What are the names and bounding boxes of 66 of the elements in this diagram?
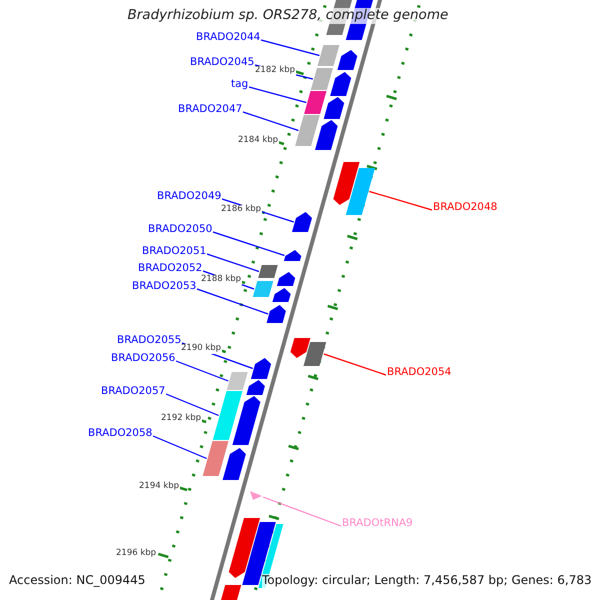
gene-label: BRADO2057	[101, 385, 166, 398]
gene-block	[292, 212, 312, 232]
gene-label: BRADO2051	[142, 245, 206, 258]
gene-block	[304, 342, 326, 366]
gene-label: BRADO2047	[178, 103, 242, 116]
gene-label: BRADOtRNA9	[342, 517, 413, 530]
position-label: 2194 kbp	[138, 482, 180, 492]
gene-label: BRADO2049	[157, 190, 222, 202]
leader-line	[206, 253, 260, 272]
position-label: 2182 kbp	[254, 66, 296, 76]
gene-block	[310, 68, 333, 90]
gene-label: BRADO2044	[196, 31, 260, 44]
leader-line	[166, 393, 219, 416]
gene-label: BRADO2055	[117, 334, 182, 346]
genome-summary-label: Topology: circular; Length: 7,456,587 bp; Genes: 6,783	[262, 574, 592, 588]
leader-line	[196, 288, 268, 315]
gene-block	[258, 265, 278, 278]
gene-block	[226, 372, 248, 390]
leader-line	[212, 231, 285, 256]
gene-block	[337, 50, 358, 70]
map-title: Bradyrhizobium sp. ORS278, complete genome	[128, 8, 448, 24]
gene-block	[228, 518, 260, 578]
gene-block	[250, 491, 262, 500]
gene-block	[212, 391, 242, 440]
gene-block	[318, 45, 340, 66]
gene-label: BRADO2052	[138, 262, 202, 274]
leader-line	[176, 360, 229, 382]
gene-label: tag	[231, 78, 248, 90]
leader-line	[152, 435, 207, 460]
leader-line	[369, 190, 432, 211]
gene-label: BRADO2048	[433, 201, 498, 214]
gene-label: BRADO2050	[148, 223, 212, 236]
gene-block	[272, 288, 291, 302]
position-label: 2186 kbp	[220, 205, 262, 215]
gene-block	[266, 305, 286, 323]
gene-block	[222, 448, 246, 480]
position-label: 2190 kbp	[180, 344, 222, 354]
gene-block	[276, 272, 296, 286]
gene-label: BRADO2056	[111, 352, 176, 364]
gene-block	[333, 162, 360, 205]
leader-line	[324, 353, 386, 376]
position-label: 2188 kbp	[200, 275, 242, 285]
position-label: 2184 kbp	[237, 136, 280, 146]
gene-label: BRADO2058	[88, 427, 152, 440]
gene-block	[202, 441, 228, 476]
position-label: 2192 kbp	[160, 414, 202, 424]
gene-label: BRADO2053	[132, 280, 196, 292]
gene-block	[324, 97, 344, 119]
gene-label: BRADO2045	[190, 56, 254, 68]
gene-label: BRADO2054	[387, 366, 452, 378]
gene-block	[304, 91, 326, 114]
position-label: 2196 kbp	[115, 549, 158, 559]
gene-block	[246, 380, 265, 395]
gene-block	[330, 72, 352, 96]
leader-line	[262, 496, 342, 527]
leader-line	[248, 86, 306, 104]
gene-block	[295, 115, 320, 146]
leader-line	[242, 111, 299, 132]
gene-block	[252, 281, 274, 297]
gene-block	[290, 338, 310, 358]
accession-label: Accession: NC_009445	[9, 574, 146, 588]
gene-block	[218, 585, 242, 600]
gene-block	[346, 168, 375, 215]
gene-block	[284, 250, 302, 261]
gene-block	[250, 358, 272, 379]
gene-block	[315, 120, 338, 150]
